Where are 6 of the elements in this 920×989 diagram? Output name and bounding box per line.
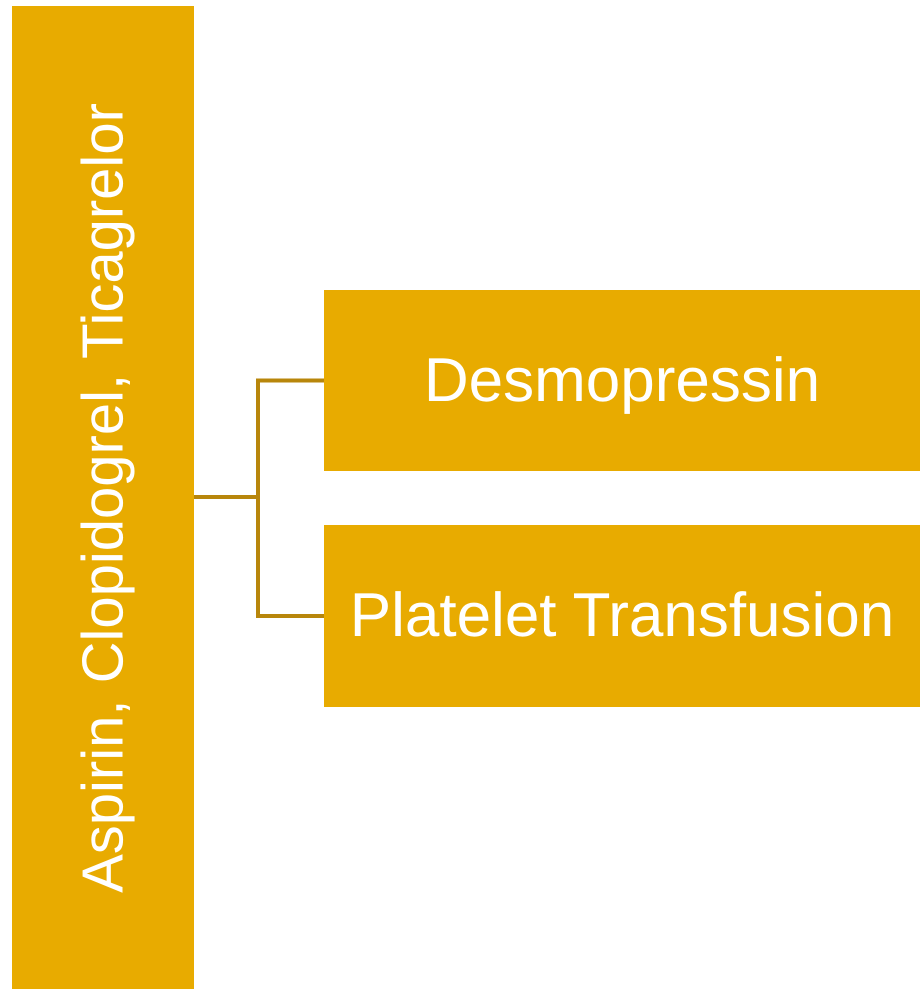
node-label: Desmopressin xyxy=(422,344,822,416)
drug-bar xyxy=(12,6,194,989)
node-label: Aspirin, Clopidogrel, Ticagrelor xyxy=(69,102,136,895)
treatment-box xyxy=(324,290,920,471)
node-label: Platelet Transfusion xyxy=(348,580,896,652)
treatment-box xyxy=(324,525,920,707)
